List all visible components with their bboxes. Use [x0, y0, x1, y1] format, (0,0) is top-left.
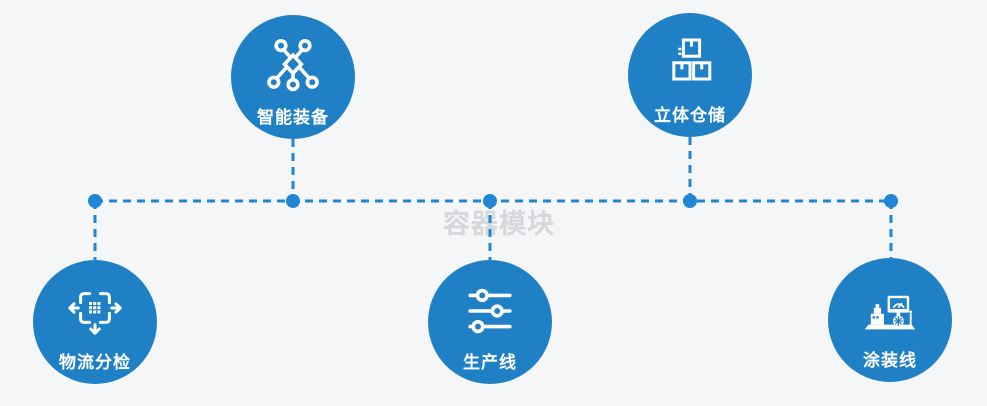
node-label: 立体仓储: [654, 106, 726, 125]
node-smart-equipment[interactable]: 智能装备: [231, 15, 355, 139]
junction-dots: [88, 194, 898, 208]
network-nodes-icon: [267, 39, 319, 92]
node-stereo-warehouse[interactable]: 立体仓储: [628, 13, 752, 137]
sorting-arrows-icon: [68, 292, 122, 335]
sliders-icon: [468, 288, 512, 334]
node-label: 物流分检: [59, 353, 131, 372]
node-production-line[interactable]: 生产线: [428, 260, 552, 384]
node-label: 生产线: [463, 353, 517, 372]
node-painting-line[interactable]: 涂装线: [828, 258, 952, 382]
machine-monitor-icon: [864, 295, 916, 330]
node-label: 智能装备: [257, 108, 329, 127]
stacked-boxes-icon: [672, 38, 712, 81]
watermark-text: 容器模块: [443, 209, 555, 239]
node-label: 涂装线: [863, 351, 917, 370]
node-logistics-sorting[interactable]: 物流分检: [33, 260, 157, 384]
